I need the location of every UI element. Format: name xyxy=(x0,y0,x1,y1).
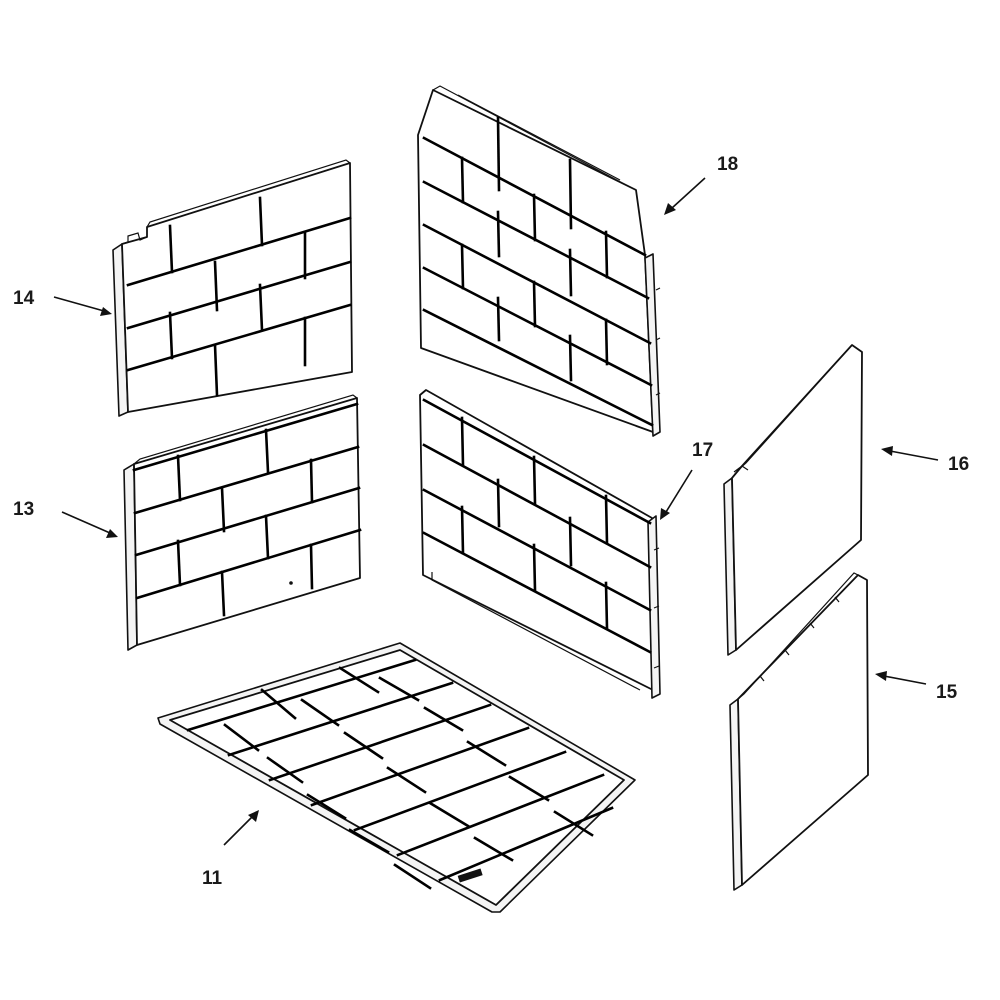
label-13: 13 xyxy=(13,499,34,520)
callout-11 xyxy=(223,810,259,846)
panel-18 xyxy=(417,85,661,437)
label-16: 16 xyxy=(948,454,969,475)
panel-14 xyxy=(112,159,353,417)
floor-label-plate xyxy=(457,868,483,883)
label-11: 11 xyxy=(202,868,223,889)
callout-17 xyxy=(660,469,693,520)
panel-13 xyxy=(123,394,362,651)
panel-15 xyxy=(729,572,869,891)
callout-13 xyxy=(61,511,118,538)
panel-16 xyxy=(723,344,863,656)
panel-11 xyxy=(157,642,636,913)
label-17: 17 xyxy=(692,440,713,461)
callout-18 xyxy=(664,177,706,215)
callout-15 xyxy=(875,671,927,685)
label-18: 18 xyxy=(717,154,738,175)
callout-16 xyxy=(881,446,939,461)
panel-13-hole xyxy=(289,581,293,585)
label-14: 14 xyxy=(13,288,35,309)
callout-14 xyxy=(53,296,112,316)
label-15: 15 xyxy=(936,682,958,703)
panel-17 xyxy=(419,389,661,699)
